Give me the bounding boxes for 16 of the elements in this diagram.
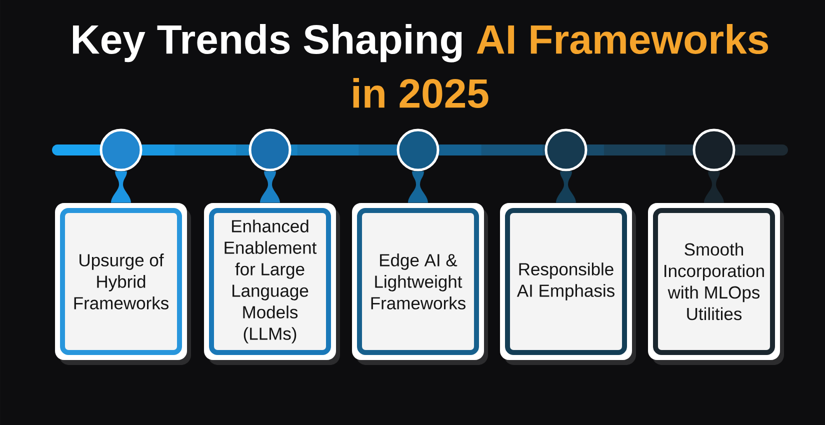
timeline-marker: [692, 128, 736, 172]
trend-card: Smooth Incorporation with MLOps Utilities: [648, 203, 784, 365]
connector: [111, 171, 131, 203]
timeline-marker: [544, 128, 588, 172]
trend-card: Edge AI & Lightweight Frameworks: [352, 203, 488, 365]
connector: [556, 171, 576, 203]
timeline-marker: [100, 128, 142, 172]
connector: [704, 171, 724, 203]
trend-card: Responsible AI Emphasis: [500, 203, 636, 365]
timeline-marker: [396, 128, 440, 172]
connector: [260, 171, 280, 203]
trend-card: Enhanced Enablement for Large Language Models (LLMs): [204, 203, 340, 365]
title: Key Trends Shaping AI Frameworks in 2025: [73, 24, 768, 108]
timeline-marker: [248, 128, 292, 172]
trend-card: Upsurge of Hybrid Frameworks: [55, 203, 191, 365]
connector: [408, 171, 428, 203]
